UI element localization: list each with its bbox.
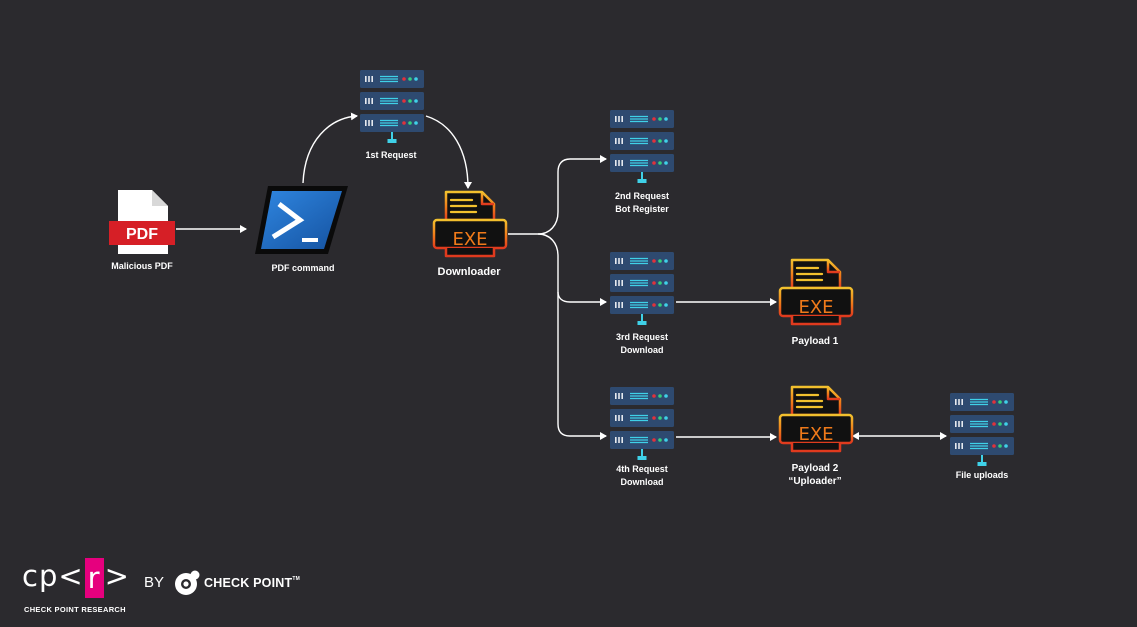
label-request-4-line1: 4th Request — [616, 464, 668, 474]
label-payload-1: Payload 1 — [791, 336, 839, 347]
check-point-logo-icon — [175, 570, 200, 595]
brand-footer: cp<r> CHECK POINT RESEARCH BY CHECK POIN… — [22, 556, 322, 620]
arrow-powershell-to-request1 — [302, 112, 358, 184]
label-malicious-pdf: Malicious PDF — [111, 261, 173, 271]
label-request-2-line2: Bot Register — [615, 204, 669, 214]
label-payload-2-line2: “Uploader” — [788, 476, 842, 487]
pdf-file-icon: PDF — [109, 190, 175, 254]
label-request-3: 3rd Request Download — [616, 331, 668, 357]
label-payload-2-line1: Payload 2 — [791, 463, 839, 474]
connectors — [176, 112, 947, 441]
server-icon-file-uploads — [949, 392, 1015, 467]
label-request-2-line1: 2nd Request — [614, 191, 670, 201]
label-payload-2: Payload 2 “Uploader” — [788, 462, 841, 488]
server-icon-request3 — [609, 251, 675, 326]
logo-by-text: BY — [144, 574, 165, 591]
label-request-3-line2: Download — [620, 345, 664, 355]
pdf-icon-text: PDF — [126, 226, 158, 243]
svg-text:EXE: EXE — [798, 424, 833, 445]
powershell-icon — [255, 186, 348, 254]
exe-icon-downloader: EXE — [432, 190, 508, 258]
server-icon-request1 — [359, 69, 425, 144]
arrowhead-left — [852, 432, 859, 440]
server-icon-request4 — [609, 386, 675, 461]
arrow-request1-to-downloader — [425, 115, 472, 189]
branch-request3 — [537, 233, 607, 306]
cpr-logo: cp<r> — [22, 558, 130, 598]
label-pdf-command: PDF command — [271, 263, 335, 273]
svg-text:EXE: EXE — [798, 297, 833, 318]
exe-icon-payload1: EXE — [778, 258, 854, 326]
branch-request4 — [557, 292, 607, 440]
check-point-brand-text: CHECK POINTTM — [204, 576, 300, 590]
cpr-logo-subtitle: CHECK POINT RESEARCH — [24, 605, 126, 614]
label-request-4-line2: Download — [620, 477, 664, 487]
label-request-2: 2nd Request Bot Register — [615, 190, 669, 216]
label-request-1: 1st Request — [365, 150, 417, 160]
label-file-uploads: File uploads — [955, 470, 1009, 480]
branch-downloader — [508, 155, 607, 235]
svg-text:EXE: EXE — [452, 229, 487, 250]
exe-icon-payload2: EXE — [778, 385, 854, 453]
label-request-4: 4th Request Download — [616, 463, 668, 489]
label-request-3-line1: 3rd Request — [615, 332, 669, 342]
server-icon-request2 — [609, 109, 675, 184]
label-downloader: Downloader — [437, 266, 501, 278]
